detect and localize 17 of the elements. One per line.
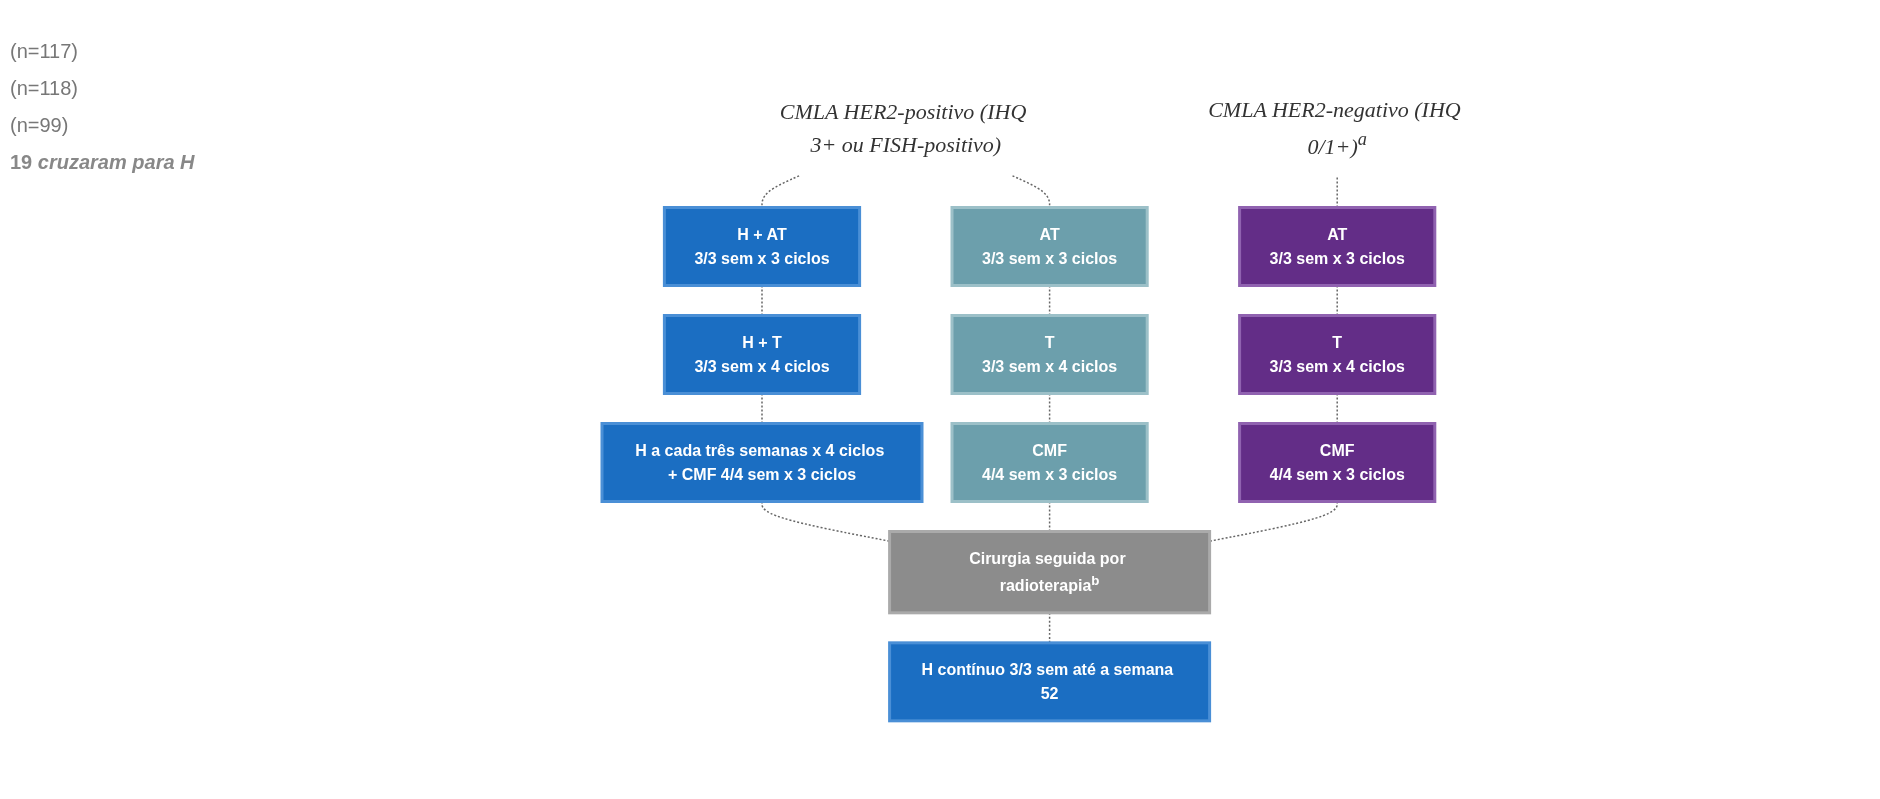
node-box: T 3/3 sem x 4 ciclos [950, 314, 1150, 395]
note-text: 19 cruzaram para H [10, 151, 196, 174]
node-box: H contínuo 3/3 sem até a semana 52 [888, 641, 1212, 723]
node-box: CMF 4/4 sem x 3 ciclos [950, 422, 1150, 503]
sample-size-label: (n=117) [10, 40, 79, 63]
node-box: H + AT 3/3 sem x 3 ciclos [663, 206, 862, 287]
node-box: H + T 3/3 sem x 4 ciclos [663, 314, 862, 395]
node-box: AT 3/3 sem x 3 ciclos [1238, 206, 1437, 287]
node-box: Cirurgia seguida por radioterapia$^{b}$ [888, 530, 1212, 615]
node-box: CMF 4/4 sem x 3 ciclos [1238, 422, 1437, 503]
node-box: T 3/3 sem x 4 ciclos [1238, 314, 1437, 395]
node-text: CMLA HER2-negativo (IHQ 0/1+)$^{a}$ [1208, 97, 1462, 159]
node-text: CMLA HER2-positivo (IHQ 3+ ou FISH-positivo) [780, 98, 1027, 157]
node-box: AT 3/3 sem x 3 ciclos [950, 206, 1150, 287]
node-box: H a cada três semanas x 4 ciclos + CMF 4/4 sem x 3 ciclos [600, 422, 924, 503]
sample-size-label: (n=99) [10, 114, 70, 137]
sample-size-label: (n=118) [10, 77, 79, 100]
